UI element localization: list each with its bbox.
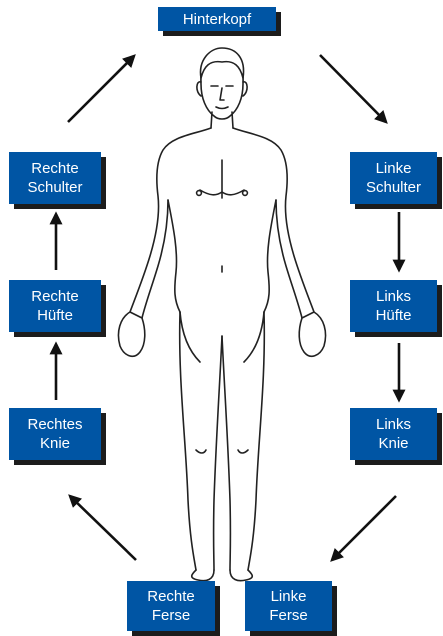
step-rechtes-knie: Rechtes Knie	[9, 408, 101, 460]
step-label-line-1: Rechte	[147, 587, 195, 606]
step-label-line-1: Rechtes	[27, 415, 82, 434]
step-hinterkopf: Hinterkopf	[158, 7, 276, 31]
step-label-line-1: Linke	[376, 159, 412, 178]
step-links-knie: Links Knie	[350, 408, 437, 460]
step-links-hufte: Links Hüfte	[350, 280, 437, 332]
step-label-line-1: Rechte	[31, 159, 79, 178]
step-linke-schulter: Linke Schulter	[350, 152, 437, 204]
step-rechte-schulter: Rechte Schulter	[9, 152, 101, 204]
step-label-line-2: Knie	[378, 434, 408, 453]
step-label-line-2: Hüfte	[376, 306, 412, 325]
arrow-links-knie-to-linke-ferse	[332, 496, 396, 560]
step-label-line-2: Knie	[40, 434, 70, 453]
step-label-line-2: Ferse	[152, 606, 190, 625]
step-label: Hinterkopf	[183, 10, 251, 29]
step-label-line-1: Rechte	[31, 287, 79, 306]
step-label-line-2: Schulter	[27, 178, 82, 197]
step-label-line-1: Links	[376, 415, 411, 434]
arrow-hinterkopf-to-linke-schulter	[320, 55, 386, 122]
step-label-line-1: Linke	[271, 587, 307, 606]
step-rechte-hufte: Rechte Hüfte	[9, 280, 101, 332]
step-label-line-1: Links	[376, 287, 411, 306]
step-linke-ferse: Linke Ferse	[245, 581, 332, 631]
arrow-rechte-ferse-to-rechtes-knie	[70, 496, 136, 560]
step-label-line-2: Ferse	[269, 606, 307, 625]
step-label-line-2: Schulter	[366, 178, 421, 197]
arrow-rechte-schulter-to-hinterkopf	[68, 56, 134, 122]
step-rechte-ferse: Rechte Ferse	[127, 581, 215, 631]
step-label-line-2: Hüfte	[37, 306, 73, 325]
